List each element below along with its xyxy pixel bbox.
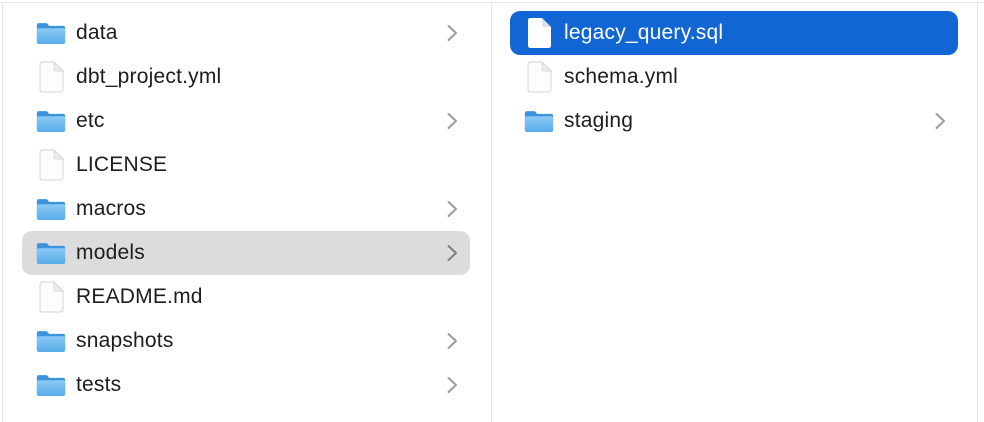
file-row[interactable]: tests bbox=[22, 363, 470, 407]
file-label: snapshots bbox=[76, 329, 174, 352]
finder-column-left[interactable]: data dbt_project.yml etc LICENSE bbox=[2, 3, 491, 422]
document-icon bbox=[523, 15, 555, 51]
file-row[interactable]: snapshots bbox=[22, 319, 470, 363]
window-left-border bbox=[2, 2, 3, 422]
file-label: data bbox=[76, 21, 118, 44]
folder-icon bbox=[35, 367, 67, 403]
file-row[interactable]: staging bbox=[510, 99, 958, 143]
file-row[interactable]: models bbox=[22, 231, 470, 275]
file-label: tests bbox=[76, 373, 122, 396]
document-icon bbox=[523, 59, 555, 95]
chevron-right-icon bbox=[447, 332, 458, 350]
chevron-right-icon bbox=[447, 24, 458, 42]
file-row[interactable]: schema.yml bbox=[510, 55, 958, 99]
file-label: macros bbox=[76, 197, 147, 220]
file-row[interactable]: LICENSE bbox=[22, 143, 470, 187]
folder-icon bbox=[35, 15, 67, 51]
document-icon bbox=[35, 59, 67, 95]
file-row[interactable]: README.md bbox=[22, 275, 470, 319]
file-row[interactable]: dbt_project.yml bbox=[22, 55, 470, 99]
file-label: etc bbox=[76, 109, 105, 132]
chevron-right-icon bbox=[447, 376, 458, 394]
file-label: schema.yml bbox=[564, 65, 679, 88]
window-right-border bbox=[977, 2, 978, 422]
column-resize-divider[interactable] bbox=[491, 3, 492, 422]
file-label: models bbox=[76, 241, 145, 264]
file-row[interactable]: etc bbox=[22, 99, 470, 143]
folder-icon bbox=[523, 103, 555, 139]
window-top-border bbox=[0, 2, 984, 3]
document-icon bbox=[35, 147, 67, 183]
file-label: dbt_project.yml bbox=[76, 65, 222, 88]
file-row[interactable]: macros bbox=[22, 187, 470, 231]
folder-icon bbox=[35, 323, 67, 359]
file-label: legacy_query.sql bbox=[564, 21, 724, 44]
file-label: README.md bbox=[76, 285, 203, 308]
folder-icon bbox=[35, 103, 67, 139]
chevron-right-icon bbox=[447, 244, 458, 262]
file-row[interactable]: data bbox=[22, 11, 470, 55]
finder-column-right[interactable]: legacy_query.sql schema.yml staging bbox=[492, 3, 977, 422]
document-icon bbox=[35, 279, 67, 315]
chevron-right-icon bbox=[935, 112, 946, 130]
file-row[interactable]: legacy_query.sql bbox=[510, 11, 958, 55]
folder-icon bbox=[35, 191, 67, 227]
folder-icon bbox=[35, 235, 67, 271]
file-label: LICENSE bbox=[76, 153, 168, 176]
chevron-right-icon bbox=[447, 112, 458, 130]
chevron-right-icon bbox=[447, 200, 458, 218]
file-label: staging bbox=[564, 109, 634, 132]
